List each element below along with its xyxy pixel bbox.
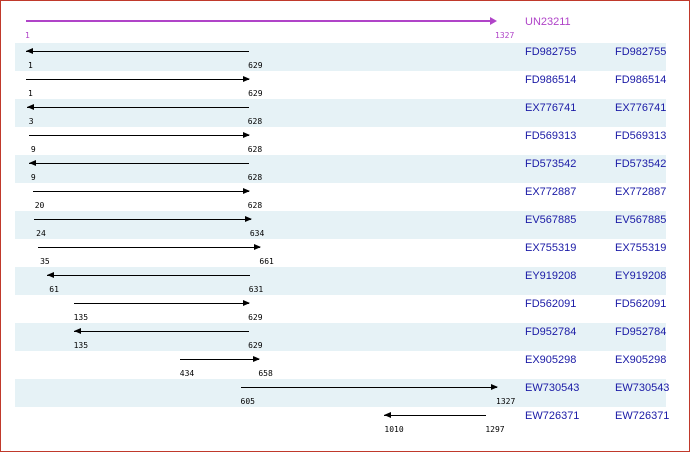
hit-accession-link-2[interactable]: FD573542 [615, 158, 667, 170]
alignment-line [38, 247, 261, 248]
arrow-head-icon [243, 300, 251, 306]
hit-start-position: 434 [179, 369, 195, 378]
arrow-head-icon [73, 328, 81, 334]
arrow-head-icon [384, 412, 392, 418]
hit-accession-link-2[interactable]: FD569313 [615, 130, 667, 142]
arrow-head-icon [244, 216, 252, 222]
arrow-head-icon [243, 76, 251, 82]
hit-start-position: 605 [240, 397, 255, 406]
hit-end-position: 629 [248, 61, 263, 70]
hit-accession-link[interactable]: EX776741 [525, 102, 577, 114]
hit-accession-link-2[interactable]: EX905298 [615, 354, 667, 366]
hit-start-position: 3 [28, 117, 34, 126]
reference-accession[interactable]: UN23211 [525, 16, 571, 28]
hit-accession-link[interactable]: FD986514 [525, 74, 577, 86]
hit-accession-link[interactable]: EX772887 [525, 186, 577, 198]
arrow-head-icon [26, 104, 34, 110]
hit-row [15, 211, 666, 239]
alignment-line [73, 303, 250, 304]
arrow-head-icon [253, 356, 261, 362]
arrow-head-icon [26, 48, 33, 54]
hit-accession-link-2[interactable]: FD952784 [615, 326, 667, 338]
alignment-line [179, 359, 260, 360]
reference-start: 1 [25, 31, 30, 40]
hit-end-position: 629 [248, 313, 263, 322]
hit-accession-link[interactable]: EW730543 [525, 382, 580, 394]
hit-accession-link[interactable]: FD562091 [525, 298, 577, 310]
hit-start-position: 1 [28, 89, 33, 98]
hit-start-position: 135 [73, 313, 89, 322]
arrow-head-icon [47, 272, 55, 278]
hit-start-position: 9 [30, 173, 36, 182]
hit-accession-link-2[interactable]: FD986514 [615, 74, 667, 86]
arrow-head-icon [242, 132, 250, 138]
alignment-line [73, 331, 250, 332]
hit-end-position: 658 [258, 369, 273, 378]
hit-accession-link-2[interactable]: EY919208 [615, 270, 667, 282]
hit-accession-link[interactable]: EW726371 [525, 410, 580, 422]
hit-accession-link-2[interactable]: FD562091 [615, 298, 667, 310]
hit-row [15, 99, 666, 127]
hit-row [15, 43, 666, 71]
hit-end-position: 628 [247, 201, 263, 210]
reference-line [26, 20, 490, 22]
hit-start-position: 35 [40, 257, 50, 266]
hit-row [15, 267, 666, 295]
hit-accession-link-2[interactable]: EX776741 [615, 102, 667, 114]
arrow-head-icon [254, 244, 262, 250]
hit-accession-link[interactable]: FD982755 [525, 46, 577, 58]
hit-accession-link-2[interactable]: EX772887 [615, 186, 667, 198]
hit-accession-link[interactable]: FD569313 [525, 130, 577, 142]
alignment-line [34, 219, 251, 220]
alignment-line [28, 163, 249, 164]
alignment-line [26, 107, 249, 108]
hit-end-position: 629 [248, 341, 263, 350]
arrow-head-icon [242, 188, 250, 194]
hit-end-position: 1297 [485, 425, 505, 434]
reference-arrow-head [490, 17, 497, 25]
hit-start-position: 61 [49, 285, 59, 294]
hit-end-position: 628 [247, 173, 263, 182]
hit-accession-link[interactable]: FD952784 [525, 326, 577, 338]
hit-accession-link-2[interactable]: EW726371 [615, 410, 670, 422]
reference-end: 1327 [495, 31, 515, 40]
alignment-line [26, 51, 250, 52]
hit-row [15, 155, 666, 183]
arrow-head-icon [491, 384, 498, 390]
hit-end-position: 631 [248, 285, 264, 294]
hit-accession-link-2[interactable]: FD982755 [615, 46, 667, 58]
alignment-line [26, 79, 250, 80]
alignment-line [47, 275, 250, 276]
hit-start-position: 9 [30, 145, 36, 154]
hit-end-position: 1327 [496, 397, 516, 406]
hit-start-position: 135 [73, 341, 89, 350]
hit-end-position: 628 [247, 117, 263, 126]
hit-start-position: 1 [28, 61, 33, 70]
arrow-head-icon [28, 160, 36, 166]
hit-accession-link[interactable]: EY919208 [525, 270, 577, 282]
alignment-line [384, 415, 487, 416]
hit-accession-link-2[interactable]: EW730543 [615, 382, 670, 394]
alignment-line [32, 191, 249, 192]
hit-accession-link[interactable]: EX755319 [525, 242, 577, 254]
hit-accession-link-2[interactable]: EV567885 [615, 214, 667, 226]
hit-end-position: 628 [247, 145, 263, 154]
hit-accession-link[interactable]: EV567885 [525, 214, 577, 226]
hit-end-position: 629 [248, 89, 263, 98]
hit-row [15, 379, 666, 407]
alignment-line [28, 135, 249, 136]
hit-accession-link-2[interactable]: EX755319 [615, 242, 667, 254]
alignment-line [240, 387, 497, 388]
hit-start-position: 24 [36, 229, 46, 238]
hit-start-position: 1010 [384, 425, 404, 434]
hit-end-position: 661 [259, 257, 274, 266]
hit-row [15, 323, 666, 351]
hit-accession-link[interactable]: FD573542 [525, 158, 577, 170]
hit-start-position: 20 [34, 201, 45, 210]
hit-accession-link[interactable]: EX905298 [525, 354, 577, 366]
hit-end-position: 634 [249, 229, 265, 238]
